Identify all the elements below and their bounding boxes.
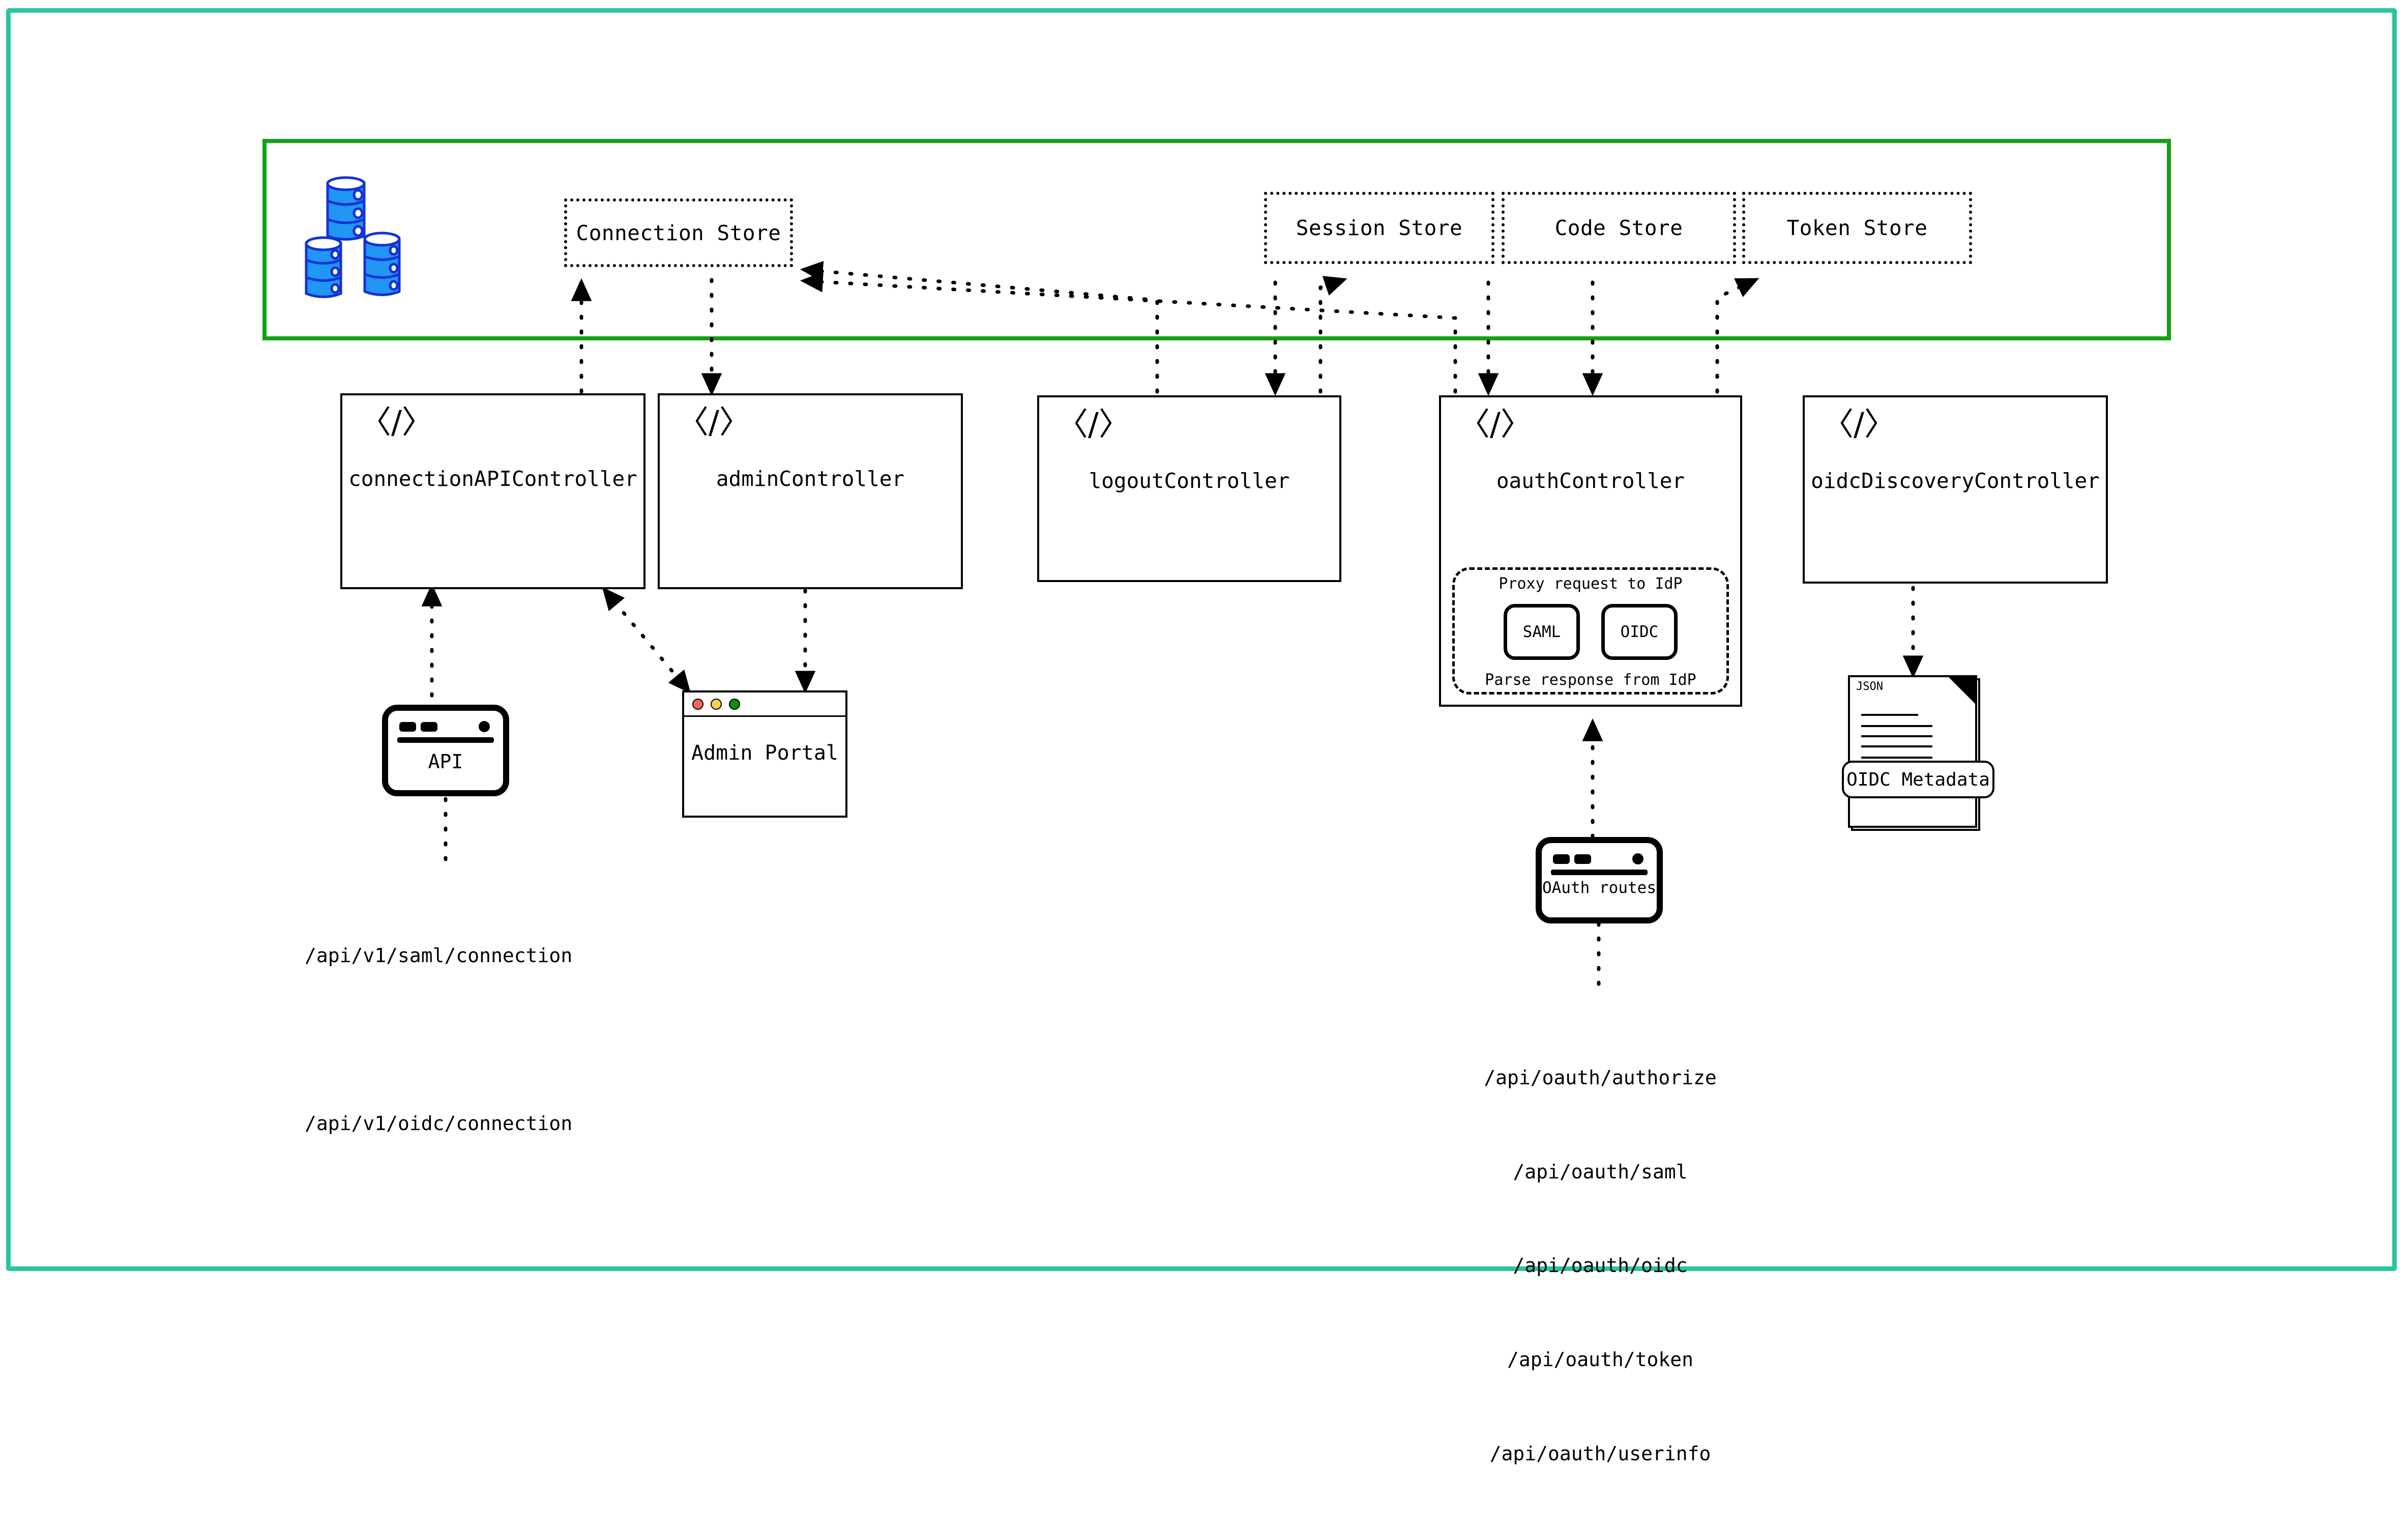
route-item: /api/oauth/saml (1513, 1160, 1688, 1183)
code-icon: 〈/〉 (1458, 406, 1532, 443)
minimize-icon[interactable] (711, 698, 722, 710)
controller-label: connectionAPIController (348, 467, 637, 491)
store-label: Code Store (1554, 216, 1683, 240)
window-control-square (421, 722, 437, 732)
proxy-request-label: Proxy request to IdP (1499, 575, 1683, 593)
store-box-token-store[interactable]: Token Store (1742, 192, 1972, 264)
code-icon: 〈/〉 (1056, 406, 1130, 443)
oauth-route-list: /api/oauth/authorize /api/oauth/saml /ap… (1435, 1000, 1766, 1532)
protocol-label: SAML (1522, 623, 1561, 641)
controller-admin-controller[interactable]: 〈/〉 adminController (658, 393, 963, 589)
idp-proxy-group: Proxy request to IdP SAML OIDC Parse res… (1452, 567, 1729, 695)
oauth-routes-window-label: OAuth routes (1542, 879, 1656, 897)
window-control-square (1574, 854, 1591, 864)
window-control-dot (479, 721, 490, 732)
controller-oauth-controller[interactable]: 〈/〉 oauthController Proxy request to IdP… (1439, 395, 1742, 707)
route-item: /api/oauth/userinfo (1489, 1442, 1711, 1465)
controller-label: oauthController (1496, 469, 1685, 493)
document-rule-line (1861, 757, 1932, 759)
api-window-icon[interactable]: API (382, 705, 509, 796)
window-address-bar (1551, 870, 1648, 875)
document-kind-label: JSON (1856, 680, 1883, 693)
browser-titlebar (684, 692, 845, 717)
route-item: /api/v1/saml/connection (305, 944, 573, 967)
maximize-icon[interactable] (729, 698, 740, 710)
code-icon: 〈/〉 (360, 403, 433, 441)
document-rule-line (1861, 745, 1932, 747)
connection-api-route-list: /api/v1/saml/connection /api/v1/oidc/con… (305, 878, 620, 1202)
store-box-connection-store[interactable]: Connection Store (564, 198, 793, 267)
window-control-square (399, 722, 416, 732)
controller-connection-api-controller[interactable]: 〈/〉 connectionAPIController (340, 393, 645, 589)
store-label: Connection Store (576, 220, 781, 245)
store-label: Token Store (1786, 216, 1928, 240)
code-icon: 〈/〉 (677, 403, 751, 441)
code-icon: 〈/〉 (1822, 406, 1896, 443)
route-item: /api/v1/oidc/connection (305, 1112, 573, 1135)
window-address-bar (397, 737, 494, 743)
admin-portal-window[interactable]: Admin Portal (682, 690, 847, 818)
parse-response-label: Parse response from IdP (1485, 671, 1696, 689)
protocol-chip-row: SAML OIDC (1504, 604, 1678, 660)
protocol-label: OIDC (1620, 623, 1659, 641)
controller-oidc-discovery-controller[interactable]: 〈/〉 oidcDiscoveryController (1803, 395, 2108, 584)
protocol-chip-oidc[interactable]: OIDC (1601, 604, 1678, 660)
controller-label: logoutController (1089, 469, 1290, 493)
admin-portal-label: Admin Portal (691, 741, 838, 765)
database-cylinders-icon (298, 171, 425, 299)
api-window-label: API (428, 750, 463, 773)
oauth-routes-window-icon[interactable]: OAuth routes (1536, 837, 1663, 923)
oidc-metadata-document-icon[interactable]: JSON OIDC Metadata (1842, 675, 2001, 838)
document-fold-corner (1947, 675, 1977, 706)
route-item: /api/oauth/oidc (1513, 1254, 1688, 1277)
oidc-metadata-label: OIDC Metadata (1842, 761, 1994, 798)
store-box-code-store[interactable]: Code Store (1502, 192, 1736, 264)
route-item: /api/oauth/authorize (1484, 1066, 1717, 1089)
close-icon[interactable] (692, 698, 703, 710)
store-label: Session Store (1296, 216, 1463, 240)
document-rule-line (1861, 725, 1932, 727)
controller-logout-controller[interactable]: 〈/〉 logoutController (1037, 395, 1341, 582)
document-rule-line (1861, 714, 1918, 716)
protocol-chip-saml[interactable]: SAML (1504, 604, 1580, 660)
document-rule-line (1861, 735, 1932, 737)
document-page (1848, 675, 1977, 828)
controller-label: oidcDiscoveryController (1811, 469, 2100, 493)
window-control-dot (1632, 853, 1643, 864)
page-frame: Connection Store Session Store Code Stor… (6, 8, 2397, 1465)
window-control-square (1553, 854, 1570, 864)
store-box-session-store[interactable]: Session Store (1264, 192, 1494, 264)
controller-label: adminController (716, 467, 905, 491)
route-item: /api/oauth/token (1507, 1348, 1694, 1371)
